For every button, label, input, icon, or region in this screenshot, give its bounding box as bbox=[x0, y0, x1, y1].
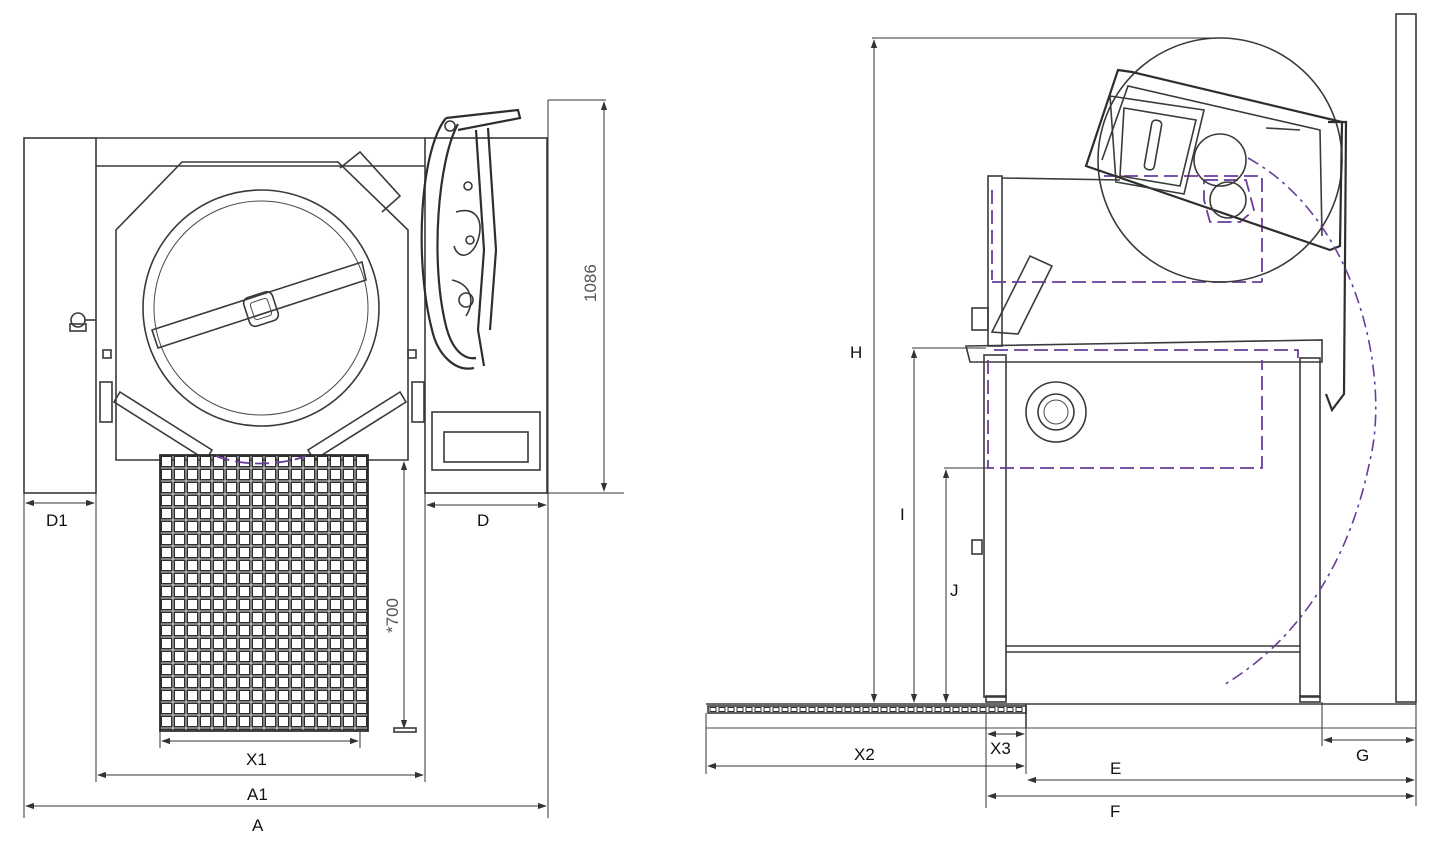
grating-cell bbox=[970, 707, 978, 712]
label-d1: D1 bbox=[46, 511, 68, 530]
grating-cell bbox=[961, 707, 969, 712]
label-x2: X2 bbox=[854, 745, 875, 764]
grating-cell bbox=[781, 707, 789, 712]
grating-cell bbox=[844, 707, 852, 712]
grating-cell bbox=[880, 707, 888, 712]
grating-cell bbox=[988, 707, 996, 712]
label-f: F bbox=[1110, 802, 1120, 821]
label-x1: X1 bbox=[246, 750, 267, 769]
grating-cell bbox=[934, 707, 942, 712]
front-dimensions bbox=[23, 99, 624, 818]
grating-cell bbox=[907, 707, 915, 712]
label-a: A bbox=[252, 816, 264, 835]
label-a1: A1 bbox=[247, 785, 268, 804]
label-e: E bbox=[1110, 759, 1121, 778]
grating-cell bbox=[853, 707, 861, 712]
grating-cell bbox=[799, 707, 807, 712]
label-x3: X3 bbox=[990, 739, 1011, 758]
grating-cell bbox=[718, 707, 726, 712]
grating-cell bbox=[952, 707, 960, 712]
grating-cell bbox=[826, 707, 834, 712]
grating-cell bbox=[745, 707, 753, 712]
grating-cell bbox=[997, 707, 1005, 712]
grating-cell bbox=[943, 707, 951, 712]
grating-cell bbox=[1015, 707, 1023, 712]
label-dim-1086: 1086 bbox=[581, 264, 600, 302]
front-view bbox=[23, 108, 548, 733]
grating-cell bbox=[772, 707, 780, 712]
grating-cell bbox=[862, 707, 870, 712]
floor-grating bbox=[707, 705, 1027, 714]
grating-cell bbox=[889, 707, 897, 712]
label-d: D bbox=[477, 511, 489, 530]
grating-cell bbox=[871, 707, 879, 712]
label-j: J bbox=[950, 581, 959, 600]
side-view bbox=[706, 13, 1417, 729]
grating-cell bbox=[817, 707, 825, 712]
grating-cell bbox=[790, 707, 798, 712]
grating-cell bbox=[727, 707, 735, 712]
side-dimensions bbox=[705, 37, 1417, 808]
label-h: H bbox=[850, 343, 862, 362]
grating-cell bbox=[763, 707, 771, 712]
grating-cell bbox=[736, 707, 744, 712]
grating-cell bbox=[916, 707, 924, 712]
label-dim-700: *700 bbox=[383, 598, 402, 633]
grating-cell bbox=[808, 707, 816, 712]
grating-cell bbox=[709, 707, 717, 712]
grating-cell bbox=[925, 707, 933, 712]
grating-cell bbox=[979, 707, 987, 712]
label-g: G bbox=[1356, 746, 1369, 765]
grating-cell bbox=[898, 707, 906, 712]
label-i: I bbox=[900, 505, 905, 524]
grating-cell bbox=[835, 707, 843, 712]
grating-cell bbox=[1006, 707, 1014, 712]
grating-cell bbox=[754, 707, 762, 712]
